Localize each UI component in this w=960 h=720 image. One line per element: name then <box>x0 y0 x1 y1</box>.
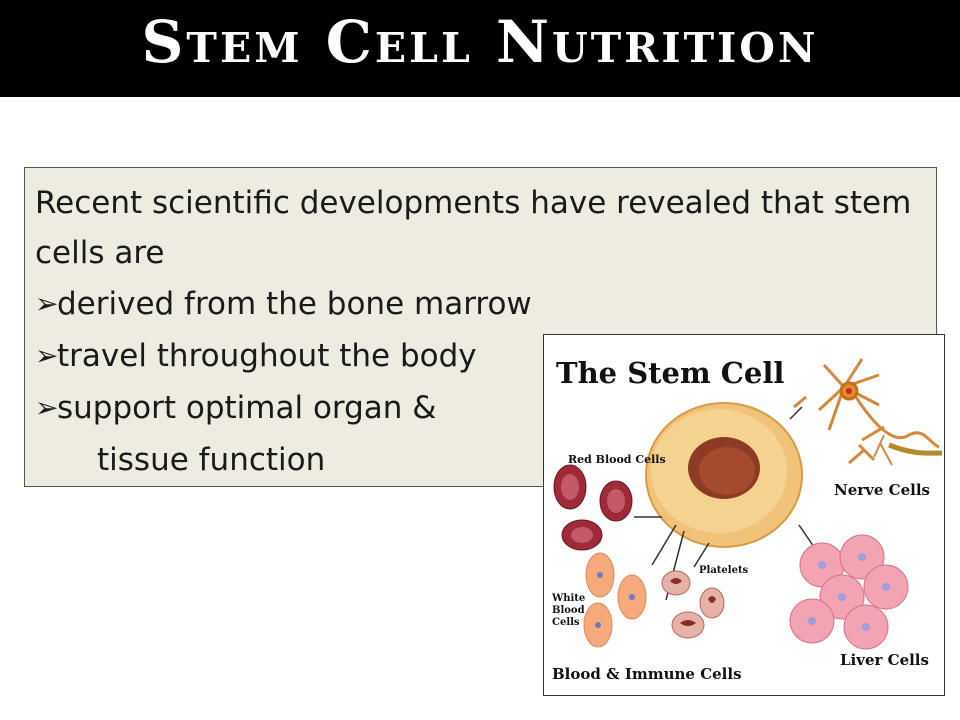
red-blood-cells-icon <box>553 464 633 551</box>
stem-cell-icon <box>645 402 803 548</box>
arrow-bullet-icon: ➢ <box>35 339 59 372</box>
white-blood-cells-label-3: Cells <box>552 617 580 628</box>
intro-text: Recent scientific developments have reve… <box>35 185 912 271</box>
bullet-list: ➢derived from the bone marrow ➢travel th… <box>35 278 532 486</box>
platelets-icon <box>661 570 725 639</box>
bullet-item: ➢derived from the bone marrow <box>35 278 532 330</box>
red-blood-cells-label: Red Blood Cells <box>568 453 666 466</box>
liver-cells-label: Liver Cells <box>840 651 929 669</box>
stem-cell-figure: The Stem Cell Nerve Cells Red Blood Cell… <box>543 334 945 696</box>
figure-heading: The Stem Cell <box>556 356 784 390</box>
content-box: Recent scientific developments have reve… <box>24 167 937 487</box>
arrow-bullet-icon: ➢ <box>35 287 59 320</box>
white-blood-cells-label-1: White <box>551 593 585 604</box>
nerve-cells-label: Nerve Cells <box>834 481 930 499</box>
stem-cell-diagram: The Stem Cell Nerve Cells Red Blood Cell… <box>551 356 943 683</box>
arrow-bullet-icon: ➢ <box>35 391 59 424</box>
white-blood-cells-icon <box>583 552 647 648</box>
bullet-item-continuation: tissue function <box>97 442 326 478</box>
bullet-item: ➢support optimal organ & <box>35 382 532 434</box>
slide-title: Stem Cell Nutrition <box>141 8 819 76</box>
bullet-item: ➢travel throughout the body <box>35 330 532 382</box>
connector-lines <box>634 406 815 601</box>
liver-cells-icon <box>789 534 909 650</box>
blood-immune-cells-label: Blood & Immune Cells <box>552 665 742 683</box>
title-bar: Stem Cell Nutrition <box>0 0 960 97</box>
nerve-cells-icon <box>793 358 943 466</box>
white-blood-cells-label-2: Blood <box>552 605 585 616</box>
platelets-label: Platelets <box>699 565 749 576</box>
